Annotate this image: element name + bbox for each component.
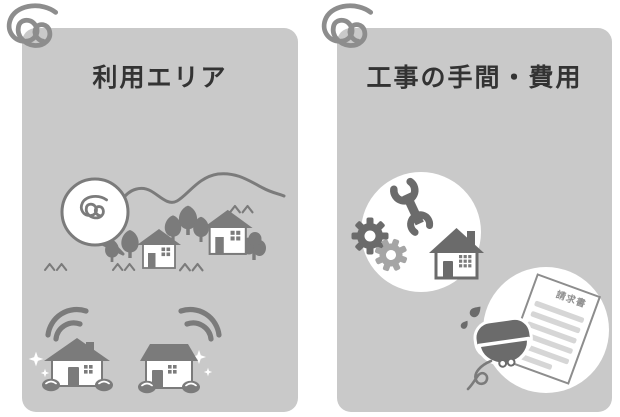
birds-icon [228,204,254,214]
sparkle-icon [40,368,50,378]
coin-purse-icon [473,316,533,368]
invoice-icon: 請求書 [504,273,602,385]
hills-line [120,172,286,204]
house-icon [202,209,253,255]
sparkle-icon [203,367,213,377]
panel-construction-cost: 工事の手間・費用 [337,28,612,412]
panel-title-construction-cost: 工事の手間・費用 [366,63,583,92]
house-icon [429,228,484,280]
wifi-signal-icon [178,306,222,342]
wifi-signal-icon [45,306,89,342]
bushy-tree-icon [242,232,266,260]
sparkle-icon [28,351,44,367]
panel-title-usage-area: 利用エリア [92,63,228,92]
spring-icon [466,359,493,391]
house-icon [137,229,181,269]
birds-icon [111,262,136,271]
house-icon [137,344,201,395]
construction-cost-illustration: 請求書 [351,172,609,393]
birds-icon [43,262,68,271]
birds-icon [178,262,204,272]
panel-usage-area: 利用エリア [22,28,298,412]
speech-bubble-icon [60,177,130,256]
gear-icon [351,217,389,255]
wrench-icon [390,177,434,236]
usage-area-illustration [28,172,286,395]
sweat-drops-icon [460,306,481,329]
house-icon [41,338,114,393]
gear-icon [374,238,408,272]
